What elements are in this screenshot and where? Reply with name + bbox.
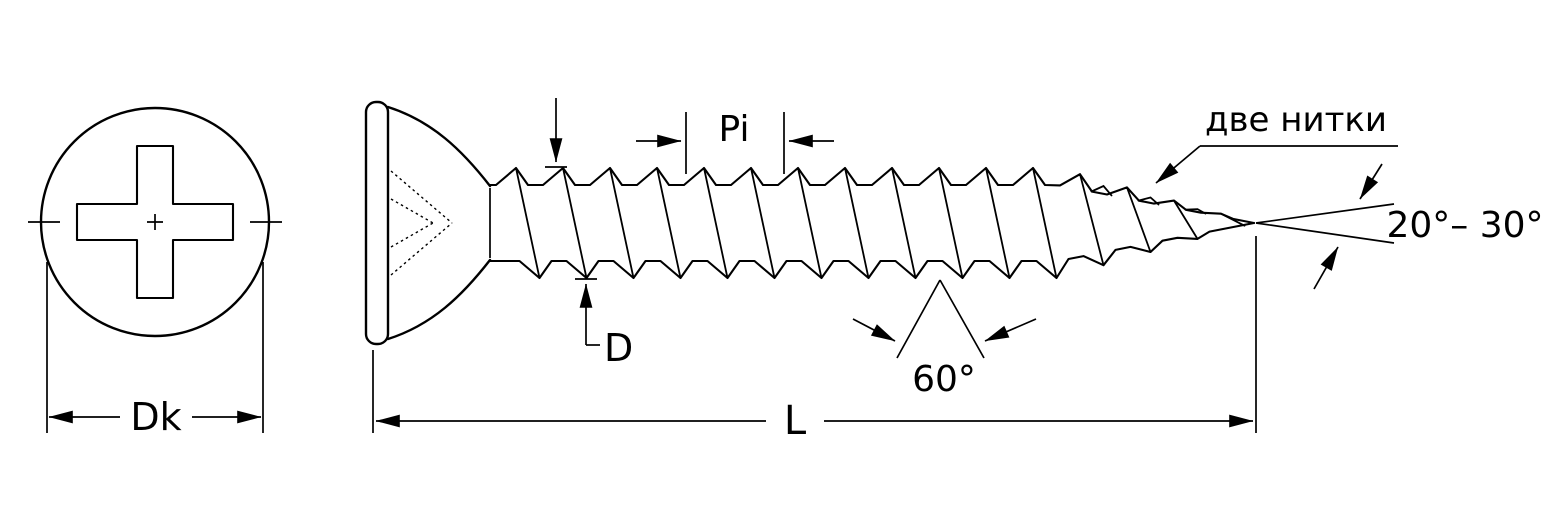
thread-profile-top — [488, 166, 1256, 225]
tip-angle-arrow-upper — [1359, 163, 1383, 200]
tip-angle-label: 20°– 30° — [1386, 205, 1543, 246]
phillips-recess-outline — [75, 144, 235, 300]
tip-angle-wedge-lines — [1255, 203, 1395, 244]
l-label: L — [784, 398, 807, 444]
thread-angle-arrow-right — [984, 318, 1037, 342]
diameter-annotation: D — [545, 98, 633, 370]
dk-dimension: Dk — [46, 262, 264, 439]
bugle-head-bottom-curve — [386, 258, 492, 341]
thread-angle-annotation: 60° — [852, 279, 1037, 400]
tip-angle-arrow-lower — [1313, 246, 1339, 290]
double-thread-annotation: две нитки — [1155, 100, 1398, 184]
pitch-annotation: Pi — [636, 109, 834, 174]
second-thread-teeth — [1090, 184, 1207, 215]
tip-angle-annotation: 20°– 30° — [1255, 163, 1544, 290]
bugle-head-top-curve — [386, 105, 492, 188]
center-cross-mark — [147, 214, 163, 230]
thread-angle-v-lines — [896, 279, 985, 359]
thread-profile-bottom — [488, 221, 1256, 280]
dk-extension-lines — [46, 262, 264, 433]
d-label: D — [604, 326, 633, 370]
head-front-view — [28, 106, 282, 338]
length-dimension: L — [372, 236, 1257, 444]
head-face-edge — [364, 100, 390, 346]
thread-angle-label: 60° — [912, 359, 976, 400]
l-extension-lines — [372, 236, 1257, 433]
double-thread-leader-arrow — [1155, 145, 1201, 184]
thread-flank-lines — [515, 167, 1246, 279]
pitch-boundary-lines — [685, 112, 785, 174]
recess-hidden-lines — [390, 170, 453, 276]
double-thread-label: две нитки — [1205, 100, 1387, 140]
pi-label: Pi — [719, 109, 750, 150]
dk-label: Dk — [130, 395, 181, 439]
screw-side-view — [364, 100, 1256, 346]
thread-angle-arrow-left — [852, 318, 896, 342]
